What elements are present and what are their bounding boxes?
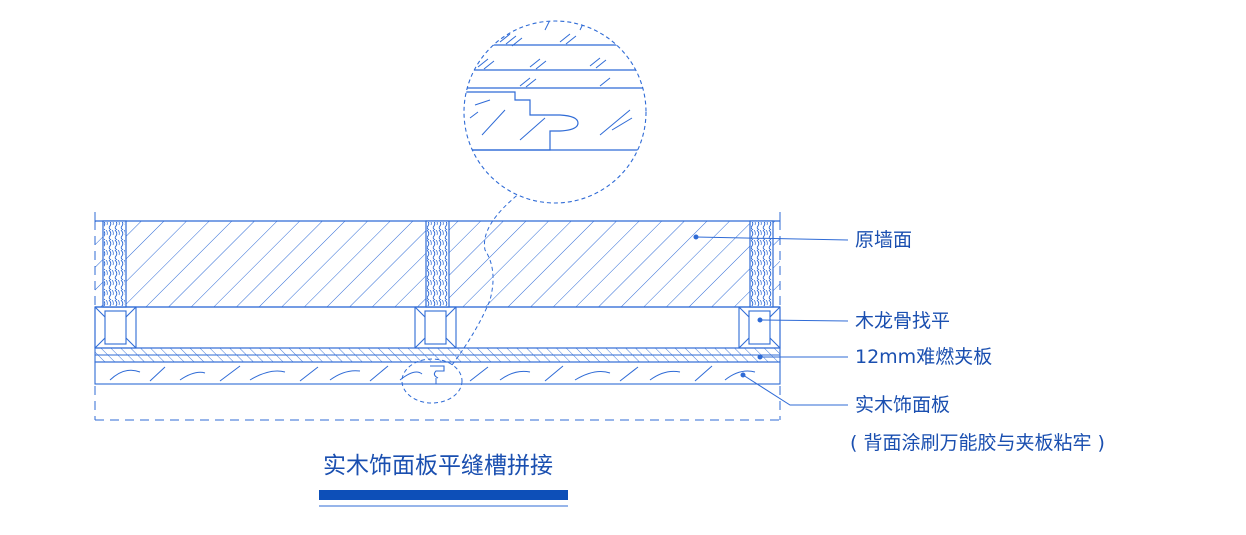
dashed-outline [94,212,781,421]
label-veneer-note: ( 背面涂刷万能胶与夹板粘牢 ) [850,432,1105,454]
detail-callout [401,192,521,404]
title-underline [319,490,568,507]
label-original-wall: 原墙面 [855,229,913,251]
drawing-title: 实木饰面板平缝槽拼接 [323,453,553,479]
fire-board-layer [94,347,781,363]
wood-keel-layer [94,306,781,349]
label-veneer: 实木饰面板 [855,394,951,416]
leader-lines [693,234,849,406]
label-fire-board: 12mm难燃夹板 [855,346,993,368]
veneer-layer [94,361,781,385]
label-wood-keel: 木龙骨找平 [855,310,951,332]
magnified-detail [463,20,647,204]
